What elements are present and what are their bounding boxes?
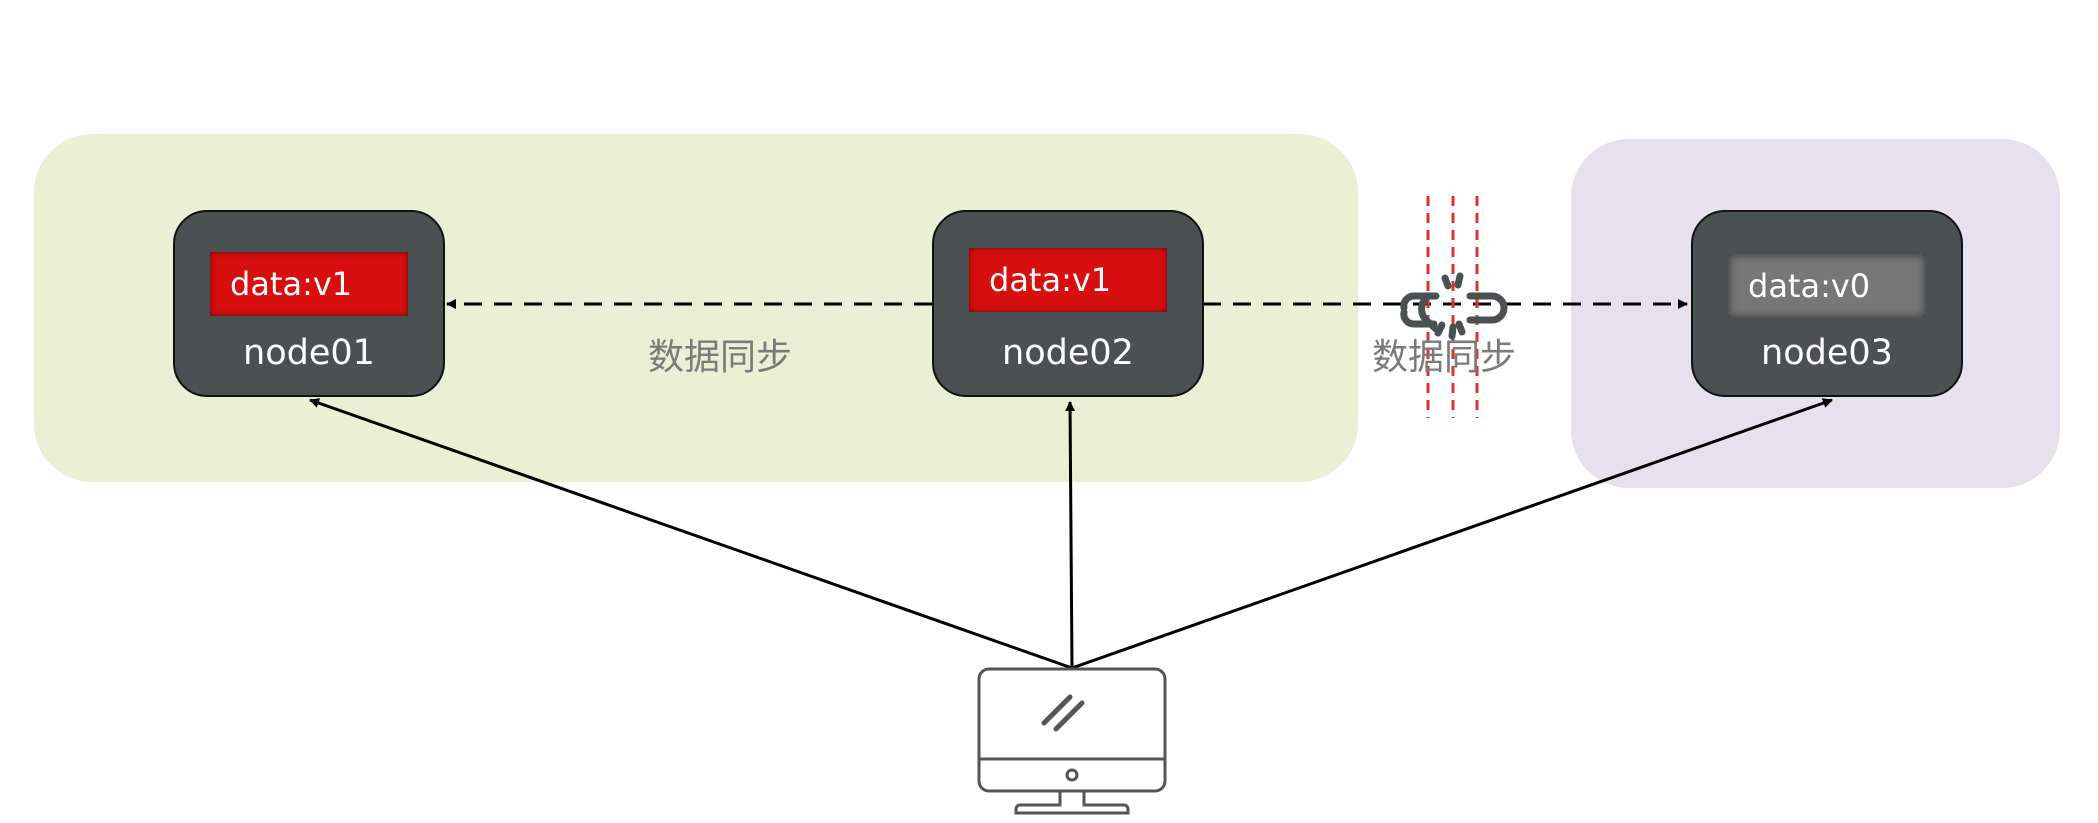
data-version-badge: data:v1 xyxy=(969,248,1167,312)
data-version-badge: data:v0 xyxy=(1728,254,1926,318)
sync-label-left: 数据同步 xyxy=(648,337,793,378)
client-arrow-to-node02 xyxy=(1065,401,1076,669)
desktop-computer-icon xyxy=(977,667,1167,815)
partition-lines xyxy=(1426,196,1479,418)
broken-link-icon xyxy=(1400,272,1508,340)
data-version-badge: data:v1 xyxy=(210,252,408,316)
node-name-label: node01 xyxy=(243,333,375,373)
sync-label-right: 数据同步 xyxy=(1372,337,1517,378)
node-name-label: node03 xyxy=(1761,333,1893,373)
server-node-02: data:v1 node02 xyxy=(932,210,1204,397)
server-node-01: data:v1 node01 xyxy=(173,210,445,397)
client-arrow-to-node01 xyxy=(309,398,1073,670)
node-name-label: node02 xyxy=(1002,333,1134,373)
server-node-03: data:v0 node03 xyxy=(1691,210,1963,397)
client-arrow-to-node03 xyxy=(1071,398,1833,670)
